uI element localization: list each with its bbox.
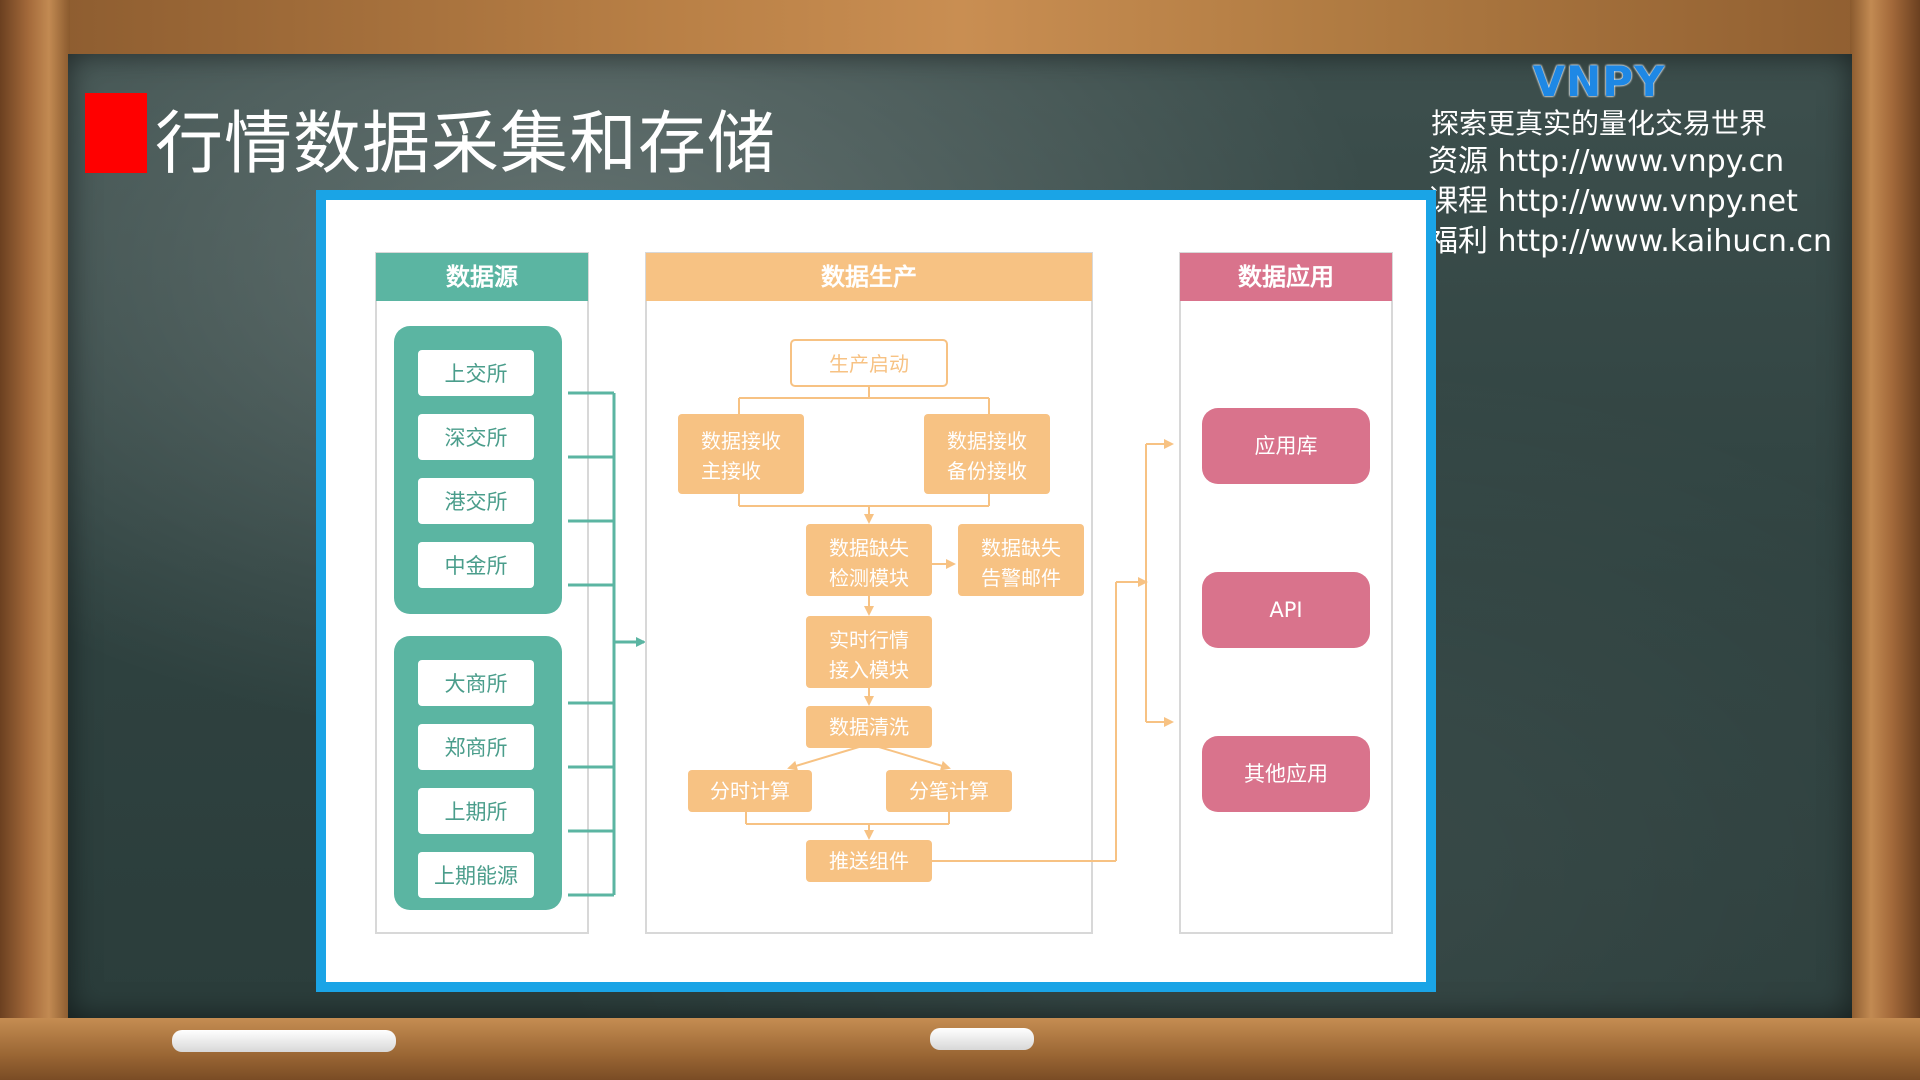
node-label: 数据缺失 <box>829 536 909 560</box>
node-label: 推送组件 <box>829 849 909 873</box>
course-link[interactable]: 课程 http://www.vnpy.net <box>1428 182 1818 222</box>
chalk-stick-icon <box>930 1028 1034 1050</box>
exchange-label: 上交所 <box>445 362 508 386</box>
other-apps-node[interactable]: 其他应用 <box>1202 736 1370 812</box>
production-header <box>646 253 1092 301</box>
exchange-label: 大商所 <box>445 672 508 696</box>
link-label: 课程 <box>1428 184 1488 219</box>
brand-slogan: 探索更真实的量化交易世界 <box>1430 107 1767 140</box>
production-start-node[interactable]: 生产启动 <box>790 339 948 387</box>
node-label: 主接收 <box>701 459 761 483</box>
link-label: 福利 <box>1428 224 1488 259</box>
source-connector <box>568 391 646 897</box>
tick-calc-node[interactable]: 分笔计算 <box>886 770 1012 812</box>
welfare-link[interactable]: 福利 http://www.kaihucn.cn <box>1428 222 1832 262</box>
diagram-panel: 数据源 上交所 深交所 港交所 中金所 大商所 郑商所 <box>326 200 1426 982</box>
node-label: API <box>1269 598 1302 622</box>
node-label: 分笔计算 <box>909 779 989 803</box>
chalk-stick-icon <box>172 1030 396 1052</box>
node-label: 分时计算 <box>710 779 790 803</box>
node-label: 数据接收 <box>701 429 781 453</box>
exchange-node[interactable]: 郑商所 <box>418 724 534 770</box>
realtime-node[interactable]: 实时行情 接入模块 <box>806 616 932 688</box>
exchange-node[interactable]: 上交所 <box>418 350 534 396</box>
link-url: http://www.kaihucn.cn <box>1497 224 1832 259</box>
application-header <box>1180 253 1392 301</box>
node-label: 生产启动 <box>829 352 909 376</box>
exchange-node[interactable]: 大商所 <box>418 660 534 706</box>
node-label: 接入模块 <box>829 658 909 682</box>
node-label: 检测模块 <box>829 566 909 590</box>
push-to-app-connector <box>932 439 1174 862</box>
node-label: 数据清洗 <box>829 715 909 739</box>
brand-block: VNPY 探索更真实的量化交易世界 资源 http://www.vnpy.cn … <box>1428 58 1832 262</box>
link-url: http://www.vnpy.cn <box>1497 144 1785 179</box>
node-label: 数据缺失 <box>981 536 1061 560</box>
link-url: http://www.vnpy.net <box>1497 184 1798 219</box>
exchange-node[interactable]: 深交所 <box>418 414 534 460</box>
exchange-node[interactable]: 上期能源 <box>418 852 534 898</box>
exchange-label: 港交所 <box>445 490 508 514</box>
link-label: 资源 <box>1428 144 1488 179</box>
chalkboard-frame-right <box>1850 0 1920 1080</box>
exchange-label: 上期所 <box>445 800 508 824</box>
exchange-label: 中金所 <box>445 554 508 578</box>
production-column: 数据生产 <box>645 252 1174 934</box>
clean-node[interactable]: 数据清洗 <box>806 706 932 748</box>
production-header-label: 数据生产 <box>821 263 917 291</box>
diagram-frame: 数据源 上交所 深交所 港交所 中金所 大商所 郑商所 <box>316 190 1436 992</box>
api-node[interactable]: API <box>1202 572 1370 648</box>
data-pipeline-diagram: 数据源 上交所 深交所 港交所 中金所 大商所 郑商所 <box>375 252 1393 934</box>
brand-logo: VNPY <box>1532 57 1666 106</box>
exchange-node[interactable]: 中金所 <box>418 542 534 588</box>
recv-backup-node[interactable]: 数据接收 备份接收 <box>924 414 1050 494</box>
node-label: 数据接收 <box>947 429 1027 453</box>
node-label: 应用库 <box>1255 434 1318 458</box>
node-label: 告警邮件 <box>981 566 1061 590</box>
gap-detect-node[interactable]: 数据缺失 检测模块 <box>806 524 932 596</box>
production-flow-lines <box>738 386 990 840</box>
resource-link[interactable]: 资源 http://www.vnpy.cn <box>1428 142 1818 182</box>
node-label: 实时行情 <box>829 628 909 652</box>
exchange-label: 上期能源 <box>434 864 518 888</box>
slide-title: 行情数据采集和存储 <box>155 105 777 184</box>
minute-calc-node[interactable]: 分时计算 <box>688 770 812 812</box>
exchange-node[interactable]: 上期所 <box>418 788 534 834</box>
app-library-node[interactable]: 应用库 <box>1202 408 1370 484</box>
node-label: 备份接收 <box>947 459 1027 483</box>
chalkboard-frame-left <box>0 0 70 1080</box>
exchange-label: 深交所 <box>445 426 508 450</box>
exchange-node[interactable]: 港交所 <box>418 478 534 524</box>
gap-alert-node[interactable]: 数据缺失 告警邮件 <box>958 524 1084 596</box>
source-header <box>376 253 588 301</box>
exchange-label: 郑商所 <box>445 736 508 760</box>
recv-main-node[interactable]: 数据接收 主接收 <box>678 414 804 494</box>
node-label: 其他应用 <box>1244 762 1328 786</box>
application-column: 数据应用 应用库 API 其他应用 <box>1179 252 1393 934</box>
source-header-label: 数据源 <box>446 263 518 291</box>
push-node[interactable]: 推送组件 <box>806 840 932 882</box>
source-column: 数据源 上交所 深交所 港交所 中金所 大商所 郑商所 <box>375 252 646 934</box>
title-marker <box>85 93 147 173</box>
application-header-label: 数据应用 <box>1238 263 1334 291</box>
